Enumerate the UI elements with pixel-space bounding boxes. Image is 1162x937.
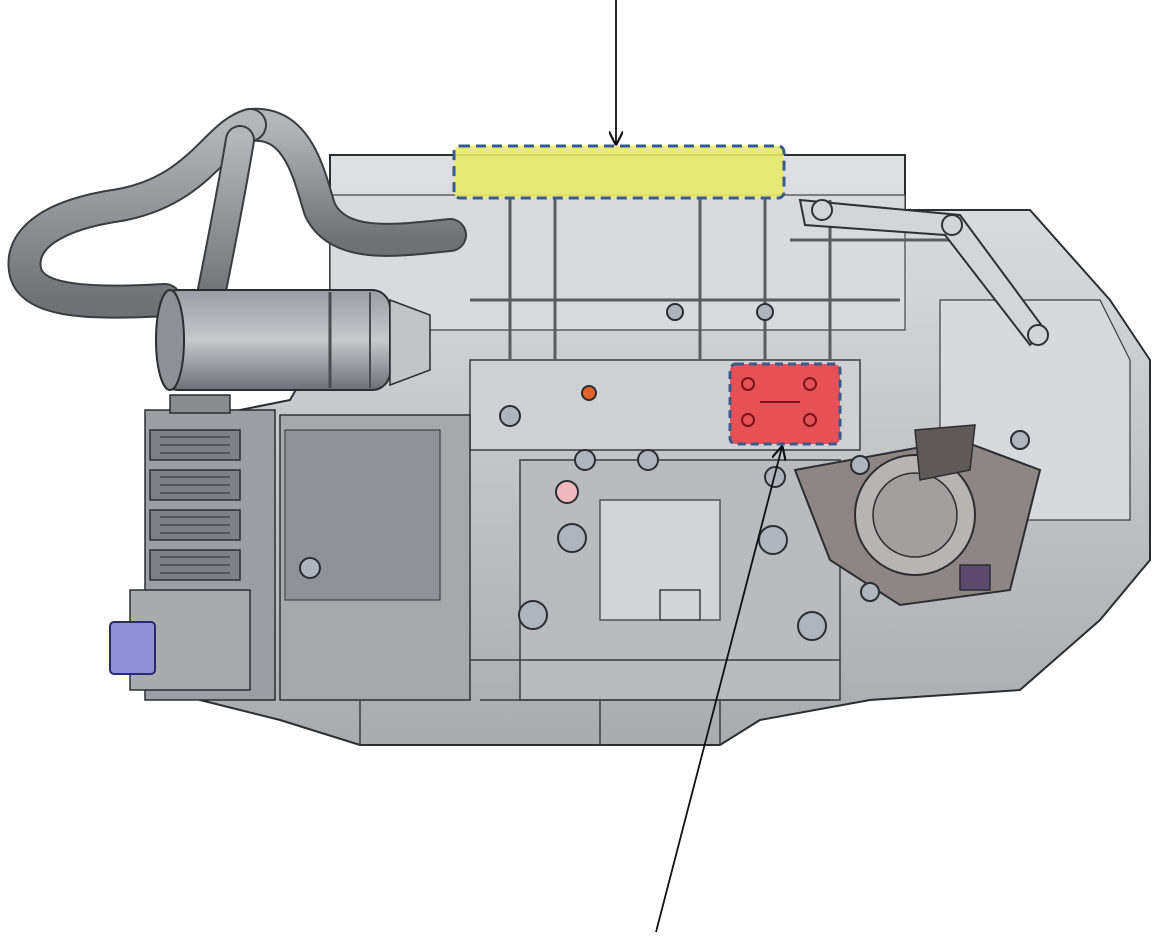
left-coil-ridges	[160, 436, 230, 574]
filter-cylinder	[155, 289, 431, 391]
center-leader-arrow	[655, 447, 782, 933]
lower-housing-detail	[359, 589, 840, 745]
center-highlight-details	[741, 377, 817, 427]
right-bracket	[798, 198, 1049, 347]
coolant-pipe	[7, 107, 467, 319]
orange-indicator	[581, 385, 597, 401]
pink-indicator	[555, 480, 579, 504]
bolts	[299, 303, 1030, 641]
left-valve-stack	[129, 394, 276, 701]
center-highlight	[728, 362, 842, 446]
top-highlight	[452, 144, 786, 200]
sensor-assembly	[793, 424, 1042, 607]
connector-plug	[109, 621, 156, 675]
main-housing	[173, 154, 1151, 746]
